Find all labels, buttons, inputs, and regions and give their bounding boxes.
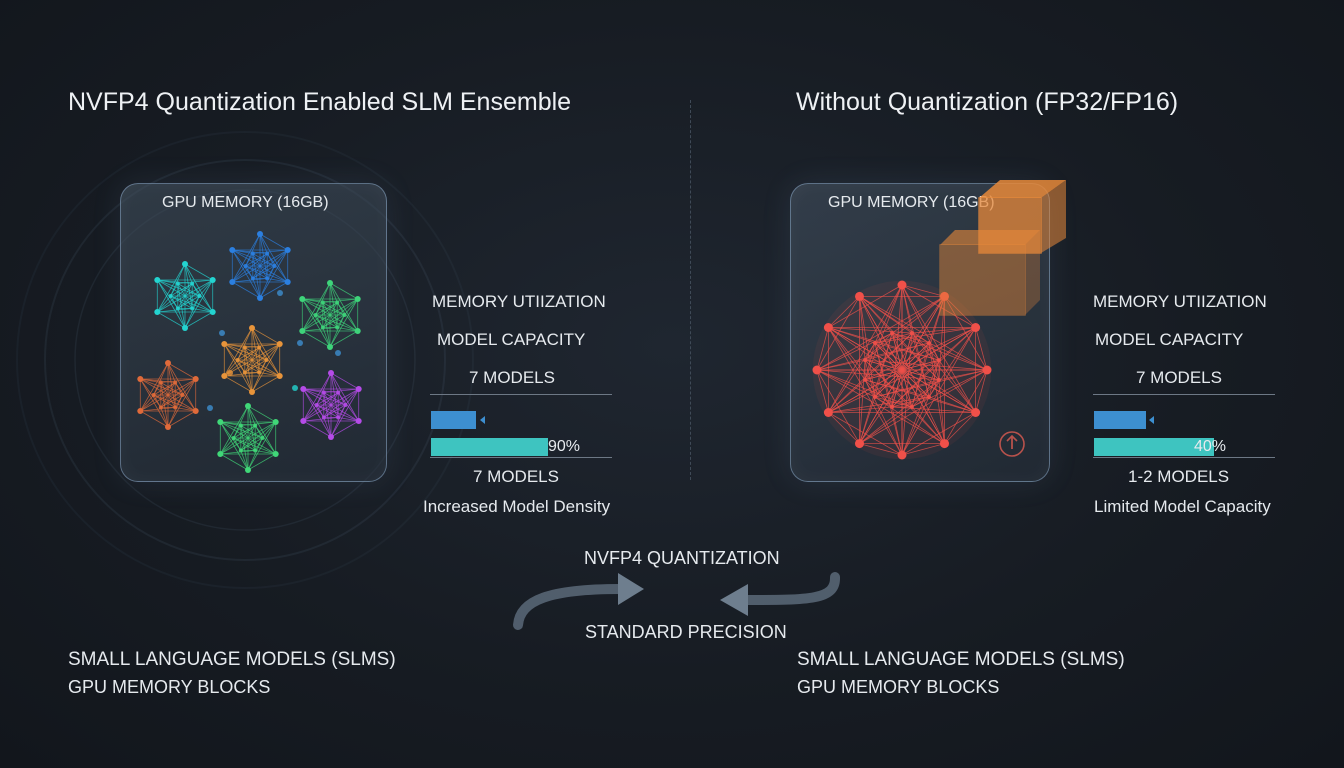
right-capacity-marker <box>1149 416 1154 424</box>
particle-4 <box>292 385 298 391</box>
particle-2 <box>297 340 303 346</box>
slm-network-1 <box>229 231 291 301</box>
slm-network-3 <box>299 280 361 350</box>
warning-icon <box>999 431 1025 457</box>
left-models-bottom: 7 MODELS <box>473 467 559 486</box>
particle-6 <box>227 370 233 376</box>
right-caption: Limited Model Capacity <box>1094 497 1271 516</box>
left-capacity-bar <box>431 411 476 429</box>
particle-5 <box>335 350 341 356</box>
section-divider <box>690 100 691 480</box>
slm-network-6 <box>300 370 362 440</box>
left-models-top: 7 MODELS <box>469 368 555 387</box>
arrow-right-icon <box>618 573 644 605</box>
particle-7 <box>277 290 283 296</box>
left-utilization-percent: 90% <box>548 438 581 455</box>
right-legend-gpu: GPU MEMORY BLOCKS <box>797 677 1000 697</box>
right-model-capacity-label: MODEL CAPACITY <box>1095 330 1244 349</box>
right-axis-top <box>1093 394 1275 395</box>
left-slm-networks <box>137 231 362 473</box>
left-model-capacity-label: MODEL CAPACITY <box>437 330 586 349</box>
left-axis-bottom <box>430 457 612 458</box>
right-title: Without Quantization (FP32/FP16) <box>796 88 1179 116</box>
arrow-left-icon <box>720 584 748 616</box>
left-legend-gpu: GPU MEMORY BLOCKS <box>68 677 271 697</box>
slm-network-4 <box>221 325 283 395</box>
slm-network-2 <box>154 261 216 331</box>
slm-network-7 <box>217 403 279 473</box>
right-axis-bottom <box>1093 457 1275 458</box>
left-axis-top <box>430 394 612 395</box>
nvfp4-quantization-label: NVFP4 QUANTIZATION <box>584 548 780 568</box>
right-panel-label: GPU MEMORY (16GB) <box>828 194 995 211</box>
left-title: NVFP4 Quantization Enabled SLM Ensemble <box>68 88 572 116</box>
particle-1 <box>219 330 225 336</box>
standard-precision-label: STANDARD PRECISION <box>585 622 787 642</box>
large-model-network <box>812 280 992 460</box>
right-models-top: 7 MODELS <box>1136 368 1222 387</box>
left-caption: Increased Model Density <box>423 497 611 516</box>
left-utilization-bar <box>431 438 548 456</box>
particle-3 <box>207 405 213 411</box>
left-memory-utilization-label: MEMORY UTIIZATION <box>432 292 606 311</box>
right-models-bottom: 1-2 MODELS <box>1128 467 1230 486</box>
conversion-arrows <box>513 572 840 630</box>
left-capacity-marker <box>480 416 485 424</box>
right-legend-slm: SMALL LANGUAGE MODELS (SLMS) <box>797 649 1125 670</box>
memory-block-2 <box>978 180 1066 254</box>
right-utilization-percent: 40% <box>1194 438 1227 455</box>
left-legend-slm: SMALL LANGUAGE MODELS (SLMS) <box>68 649 396 670</box>
right-slm-network <box>812 180 1066 460</box>
right-utilization-bar <box>1094 438 1214 456</box>
slm-network-5 <box>137 360 199 430</box>
right-capacity-bar <box>1094 411 1146 429</box>
right-memory-utilization-label: MEMORY UTIIZATION <box>1093 292 1267 311</box>
left-panel-label: GPU MEMORY (16GB) <box>162 194 329 211</box>
